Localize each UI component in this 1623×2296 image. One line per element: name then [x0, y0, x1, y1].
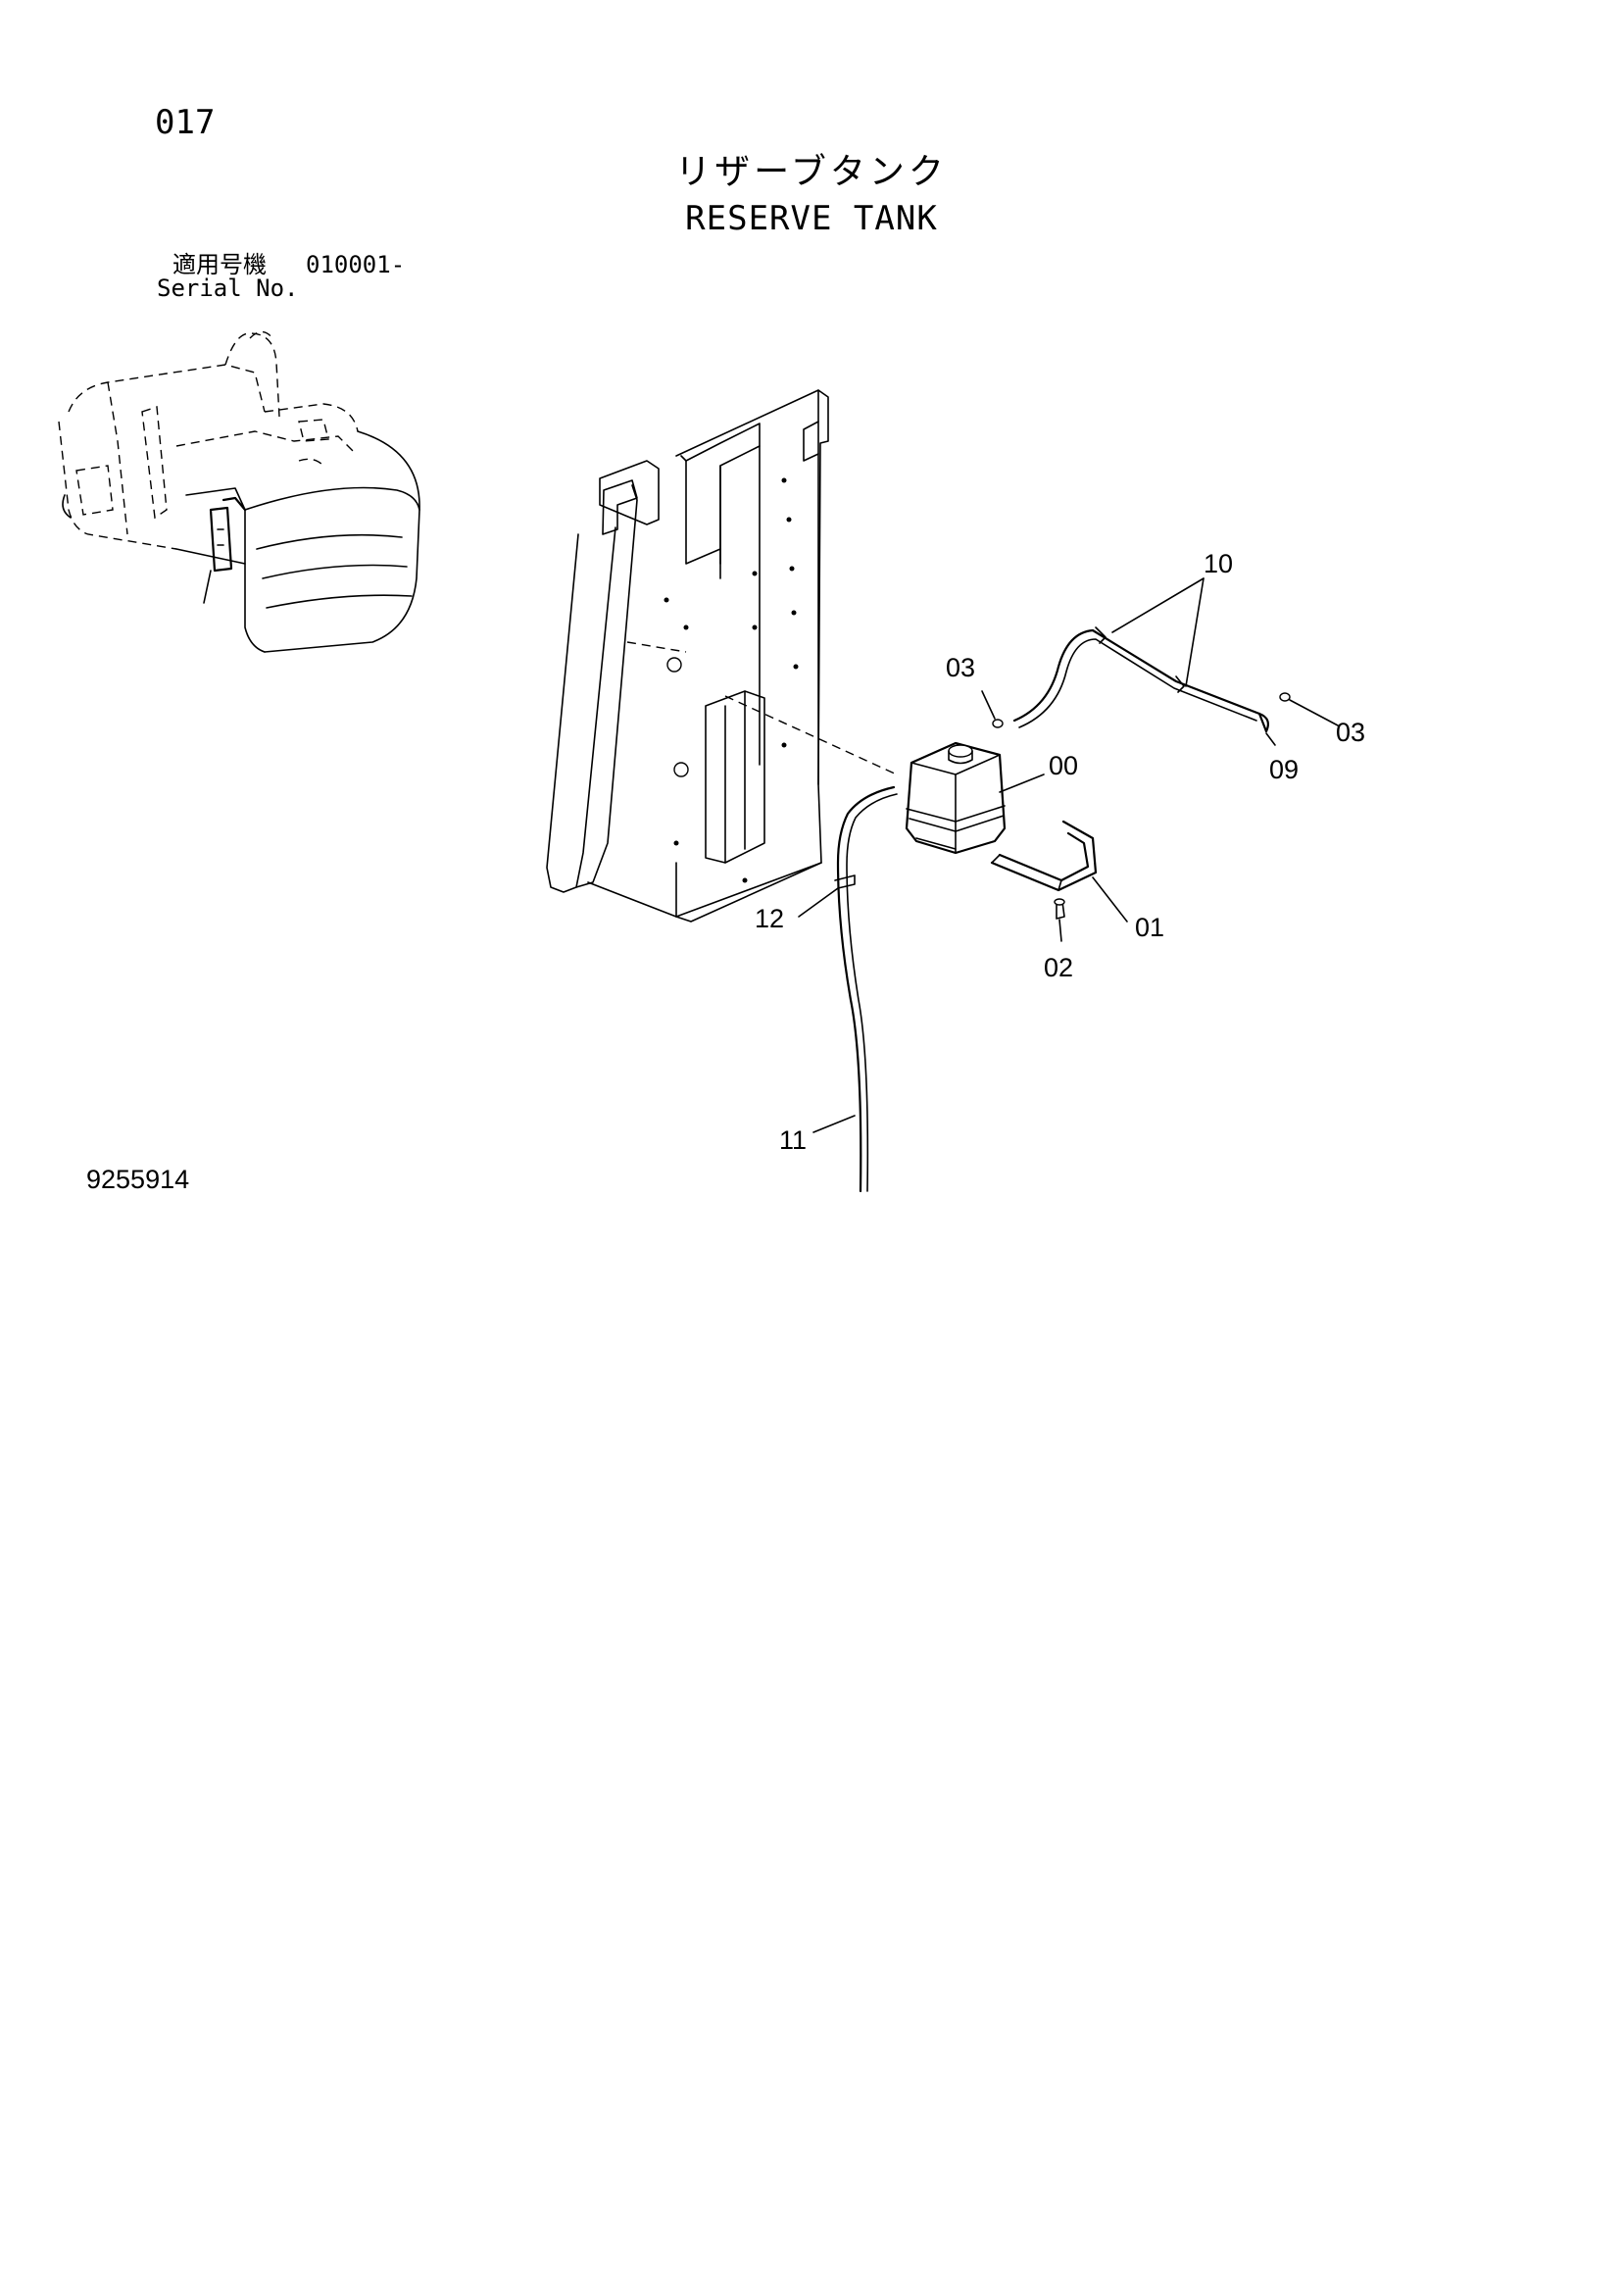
callout-00: 00 — [1049, 751, 1078, 780]
callout-12: 12 — [755, 904, 784, 933]
callouts: 10 03 03 09 00 01 02 12 11 — [755, 549, 1365, 1155]
serial-label-japanese: 適用号機 — [172, 251, 267, 278]
machine-overview-thumbnail — [58, 330, 420, 653]
title-japanese: リザーブタンク — [675, 152, 948, 192]
callout-02: 02 — [1044, 953, 1073, 982]
reserve-tank — [905, 741, 1007, 855]
callout-11: 11 — [779, 1125, 807, 1155]
mounting-frame — [546, 389, 898, 923]
callout-03-right: 03 — [1336, 718, 1365, 747]
serial-range: 010001- — [306, 251, 406, 278]
bolt-02 — [1054, 898, 1065, 920]
tank-bracket — [990, 820, 1098, 892]
callout-01: 01 — [1135, 913, 1164, 942]
serial-label-english: Serial No. — [157, 275, 299, 302]
page-number: 017 — [155, 103, 216, 142]
callout-10: 10 — [1204, 549, 1233, 578]
overflow-hose-11 — [834, 785, 898, 1193]
callout-03-left: 03 — [946, 653, 975, 682]
drawing-number: 9255914 — [86, 1165, 190, 1194]
title-english: RESERVE TANK — [685, 199, 938, 238]
leader-lines — [798, 577, 1339, 1133]
hose-10 — [992, 626, 1291, 733]
callout-09: 09 — [1269, 755, 1299, 784]
